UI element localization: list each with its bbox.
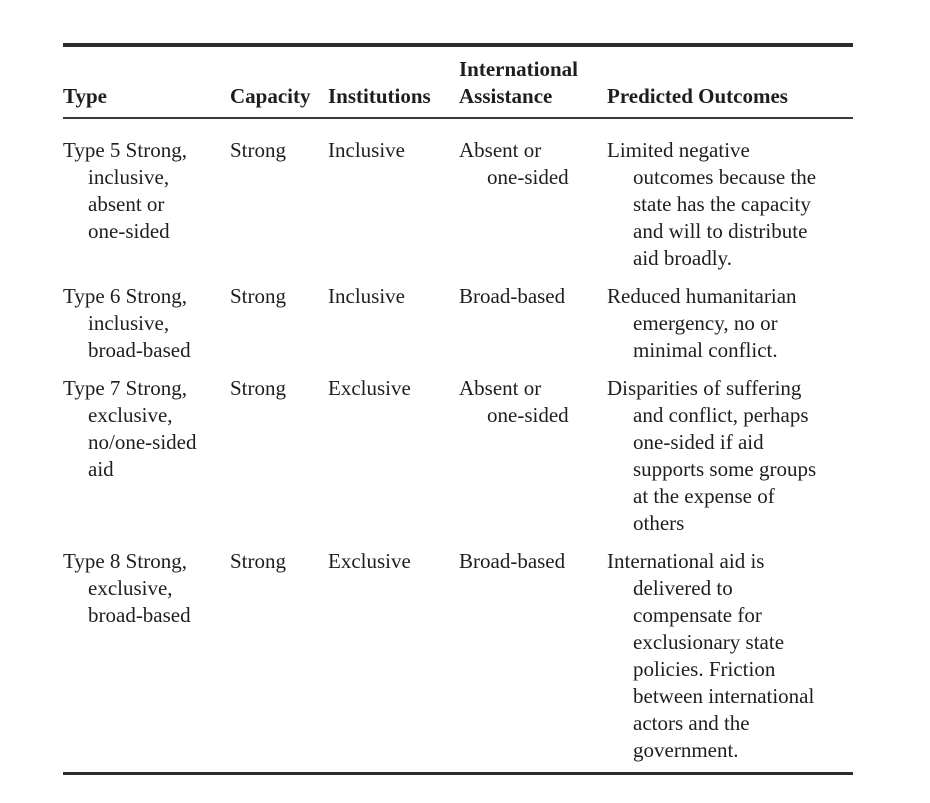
header-institutions: Institutions (328, 84, 431, 108)
cell-outcomes: Disparities of suffering and conflict, p… (607, 376, 817, 535)
cell-type: Type 5 Strong, inclusive, absent or one-… (63, 138, 187, 243)
cell-institutions: Inclusive (328, 138, 405, 162)
typology-table: Type Capacity Institutions International… (63, 43, 853, 775)
table-top-rule (63, 43, 853, 47)
table-row-type-6: Type 6 Strong, inclusive, broad-based St… (63, 283, 853, 364)
cell-assistance: Broad-based (459, 549, 566, 573)
table-row-type-5: Type 5 Strong, inclusive, absent or one-… (63, 137, 853, 272)
cell-outcomes: Reduced humanitarian emergency, no or mi… (607, 284, 797, 362)
cell-outcomes: International aid is delivered to compen… (607, 549, 815, 762)
cell-assistance: Absent or one-sided (459, 138, 569, 189)
cell-assistance: Broad-based (459, 284, 566, 308)
header-type: Type (63, 84, 107, 108)
cell-institutions: Inclusive (328, 284, 405, 308)
table-header-row: Type Capacity Institutions International… (63, 47, 853, 117)
cell-capacity: Strong (230, 284, 287, 308)
table-header-rule (63, 117, 853, 119)
cell-assistance: Absent or one-sided (459, 376, 569, 427)
header-international-assistance: International Assistance (459, 57, 579, 108)
header-capacity: Capacity (230, 84, 311, 108)
table-body: Type 5 Strong, inclusive, absent or one-… (63, 119, 853, 772)
table-row-type-7: Type 7 Strong, exclusive, no/one-sided a… (63, 375, 853, 537)
cell-institutions: Exclusive (328, 376, 411, 400)
table-row-type-8: Type 8 Strong, exclusive, broad-based St… (63, 548, 853, 764)
table-bottom-rule (63, 772, 853, 775)
header-predicted-outcomes: Predicted Outcomes (607, 84, 788, 108)
cell-type: Type 8 Strong, exclusive, broad-based (63, 549, 191, 627)
cell-institutions: Exclusive (328, 549, 411, 573)
cell-capacity: Strong (230, 549, 287, 573)
cell-capacity: Strong (230, 138, 287, 162)
cell-type: Type 7 Strong, exclusive, no/one-sided a… (63, 376, 197, 481)
cell-outcomes: Limited negative outcomes because the st… (607, 138, 817, 270)
cell-capacity: Strong (230, 376, 287, 400)
cell-type: Type 6 Strong, inclusive, broad-based (63, 284, 191, 362)
